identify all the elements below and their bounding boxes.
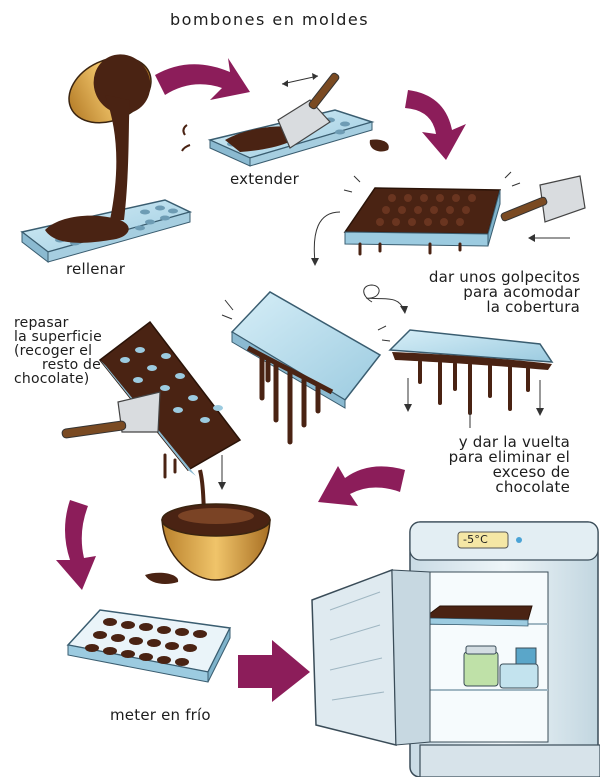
step-scrape-line-1: repasar xyxy=(14,315,69,331)
step-spread-label: extender xyxy=(230,170,299,188)
step-flip-line-2: para eliminar el xyxy=(448,448,570,466)
step-scrape-line-4: resto de xyxy=(42,357,101,373)
step-tap-label: dar unos golpecitos para acomodar la cob… xyxy=(400,270,580,315)
step-scrape-label: repasar la superficie (recoger el resto … xyxy=(14,316,102,386)
arrow-spread-to-tap xyxy=(405,90,466,160)
chill-step-illustration xyxy=(66,609,232,683)
fridge xyxy=(311,521,600,777)
page-title: bombones en moldes xyxy=(170,10,370,29)
fridge-door xyxy=(311,568,397,746)
arrow-to-fridge xyxy=(238,640,310,702)
fill-step-illustration xyxy=(20,54,193,264)
scrape-step-illustration xyxy=(61,320,271,584)
step-tap-line-2: para acomodar xyxy=(463,283,580,301)
arrow-fill-to-spread xyxy=(155,58,250,100)
step-chill-label: meter en frío xyxy=(110,706,211,724)
step-scrape-line-3: (recoger el xyxy=(14,343,93,359)
step-flip-line-1: y dar la vuelta xyxy=(458,433,570,451)
arrow-scrape-to-chill xyxy=(56,500,96,590)
step-tap-line-3: la cobertura xyxy=(486,298,580,316)
scrape-bowl xyxy=(161,519,271,581)
step-tap-line-1: dar unos golpecitos xyxy=(428,268,580,286)
step-flip-line-4: chocolate xyxy=(495,478,570,496)
step-flip-line-3: exceso de xyxy=(492,463,570,481)
step-fill-label: rellenar xyxy=(66,260,126,278)
tap-step-illustration xyxy=(311,171,586,266)
flip-step-illustration xyxy=(221,284,554,445)
step-scrape-line-2: la superficie xyxy=(14,329,102,345)
spread-spatula xyxy=(277,99,331,149)
step-scrape-line-5: chocolate) xyxy=(14,371,90,387)
arrow-flip-to-scrape xyxy=(318,466,405,506)
fridge-temperature: -5°C xyxy=(463,533,488,546)
tap-spatula xyxy=(539,175,586,223)
spread-step-illustration xyxy=(181,72,389,167)
step-flip-label: y dar la vuelta para eliminar el exceso … xyxy=(410,435,570,495)
fridge-temp-display xyxy=(457,531,509,549)
